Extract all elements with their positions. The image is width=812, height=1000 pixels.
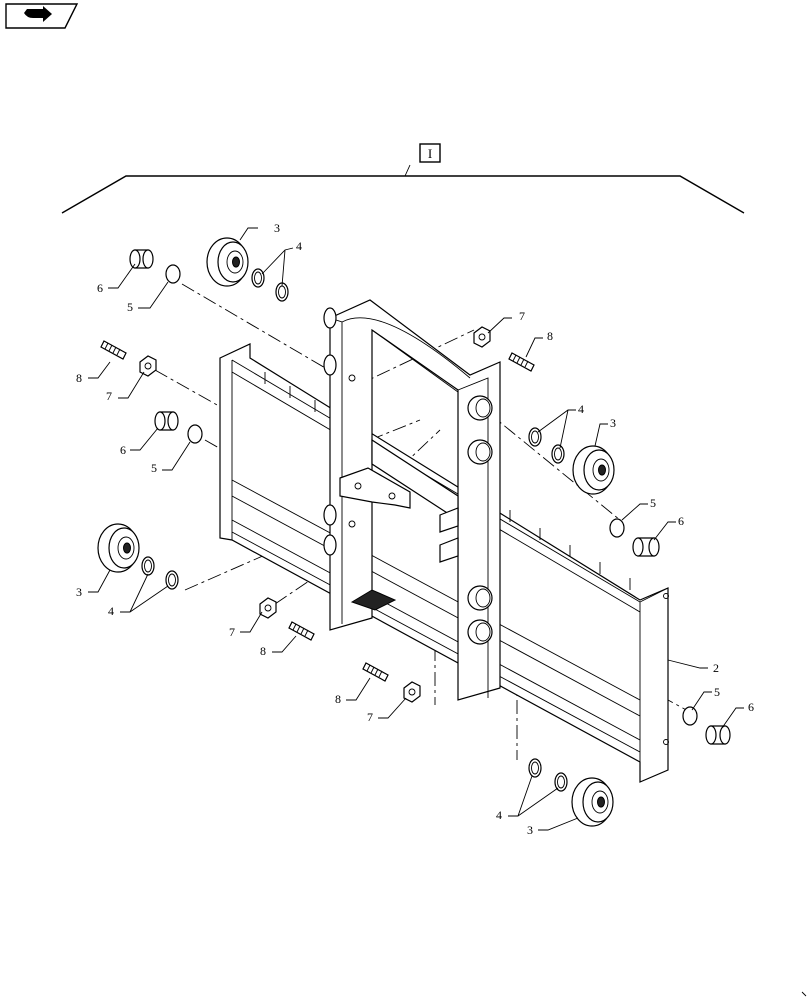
callout-7: 7 [106, 389, 112, 403]
callout-4: 4 [578, 402, 584, 416]
callout-5: 5 [650, 496, 656, 510]
callout-3: 3 [610, 416, 616, 430]
callout-8: 8 [547, 329, 553, 343]
callout-3: 3 [274, 221, 280, 235]
callout-6: 6 [97, 281, 103, 295]
callout-2: 2 [713, 661, 719, 675]
return-arrow-icon[interactable] [5, 3, 79, 29]
lock-nuts [139, 326, 491, 703]
callout-5: 5 [151, 461, 157, 475]
studs [100, 340, 535, 682]
callout-6: 6 [748, 700, 754, 714]
callout-7: 7 [367, 710, 373, 724]
callout-5: 5 [127, 300, 133, 314]
callout-8: 8 [335, 692, 341, 706]
roller-left [97, 523, 140, 573]
callout-6: 6 [120, 443, 126, 457]
corner-mark [801, 991, 807, 997]
callout-4: 4 [108, 604, 114, 618]
washers [165, 264, 698, 726]
front-frame [323, 299, 501, 701]
callout-7: 7 [229, 625, 235, 639]
callout-3: 3 [527, 823, 533, 837]
callout-8: 8 [76, 371, 82, 385]
snap-rings [141, 268, 568, 792]
roller-mid-right [572, 445, 615, 495]
frame-pins [467, 395, 493, 645]
callout-3: 3 [76, 585, 82, 599]
rear-carriage [219, 343, 669, 783]
roller-bottom [571, 777, 614, 827]
callout-7: 7 [519, 309, 525, 323]
callout-4: 4 [296, 239, 302, 253]
callout-5: 5 [714, 685, 720, 699]
callout-labels: 3 4 6 5 7 8 8 7 6 5 4 3 5 6 3 4 7 8 8 7 … [76, 221, 754, 837]
callout-8: 8 [260, 644, 266, 658]
frame-label: I [428, 146, 432, 161]
leader-lines [88, 227, 744, 831]
bushings [129, 249, 731, 745]
roller-top-left [206, 237, 249, 287]
assembly-bracket [61, 175, 745, 214]
callout-6: 6 [678, 514, 684, 528]
frame-label-box: I [419, 143, 441, 163]
callout-4: 4 [496, 808, 502, 822]
